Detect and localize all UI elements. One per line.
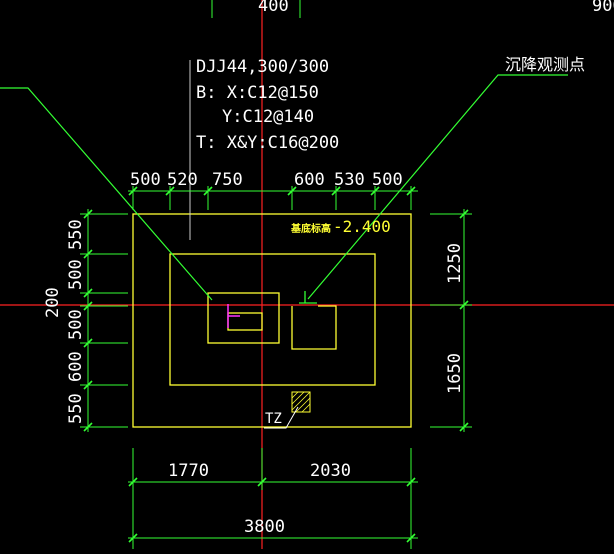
dimension-texts: 500 520 750 600 530 500 550 500 200 500 … — [43, 170, 465, 537]
tz-hatch — [291, 391, 311, 413]
settlement-marker — [299, 291, 317, 304]
dim-top-left-2: 520 — [167, 170, 198, 190]
top-grid-marks: 400 900 — [211, 0, 614, 18]
dim-top-right-2: 530 — [334, 170, 365, 190]
dim-right-1: 1250 — [445, 243, 465, 284]
dim-top-left-1: 500 — [130, 170, 161, 190]
dim-left-4: 500 — [66, 309, 86, 340]
column-left — [207, 292, 280, 344]
dim-right-2: 1650 — [445, 353, 465, 394]
footing-outer-step — [132, 213, 412, 428]
bottom-rebar-x: B: X:C12@150 — [196, 83, 319, 103]
leader-left-green — [0, 87, 213, 301]
leader-tz — [264, 406, 299, 429]
footing-middle-step — [169, 253, 376, 386]
elevation-annotation: 基底标高 -2.400 — [290, 217, 391, 236]
dimension-lines — [80, 186, 472, 549]
dim-top-right-3: 500 — [372, 170, 403, 190]
top-dim-right: 900 — [592, 0, 614, 16]
dim-left-3: 200 — [43, 287, 63, 318]
elevation-value: -2.400 — [333, 217, 391, 236]
dim-left-1: 550 — [66, 219, 86, 250]
magenta-mark — [227, 304, 240, 328]
bottom-rebar-y: Y:C12@140 — [222, 107, 314, 127]
top-dim-left: 400 — [258, 0, 289, 16]
elevation-label: 基底标高 — [290, 222, 331, 235]
leaders — [0, 60, 568, 429]
dim-top-left-3: 750 — [212, 170, 243, 190]
dim-left-6: 550 — [66, 393, 86, 424]
tz-label: TZ — [265, 411, 282, 427]
dim-bottom-2: 2030 — [310, 461, 351, 481]
dim-bottom-1: 1770 — [168, 461, 209, 481]
footing-outlines — [132, 213, 412, 428]
rebar-annotation: DJJ44,300/300 B: X:C12@150 Y:C12@140 T: … — [196, 57, 339, 153]
dim-bottom-total: 3800 — [244, 517, 285, 537]
dim-top-right-1: 600 — [294, 170, 325, 190]
top-rebar-xy: T: X&Y:C16@200 — [196, 133, 339, 153]
dimension-ticks — [83, 186, 469, 543]
dim-left-5: 600 — [66, 351, 86, 382]
column-right — [291, 305, 337, 350]
settlement-label: 沉降观测点 — [505, 55, 585, 74]
leader-settlement — [307, 74, 568, 300]
dim-left-2: 500 — [66, 259, 86, 290]
footing-designation: DJJ44,300/300 — [196, 57, 329, 77]
